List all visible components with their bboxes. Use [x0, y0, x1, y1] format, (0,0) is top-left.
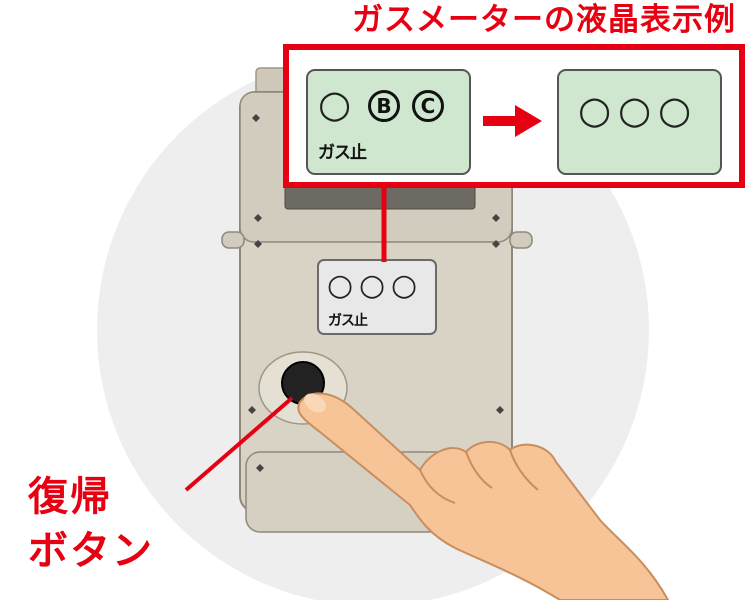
lcd-after-panel: [557, 69, 722, 175]
lcd-segment-circle: ○: [359, 268, 386, 303]
arrow-right-icon: [483, 105, 542, 137]
lcd-segment-circle: ○: [327, 268, 354, 303]
lcd-after-symbols: ○ ○ ○: [578, 88, 718, 134]
lcd-segment-circle: ○: [578, 88, 612, 132]
lcd-segment-circle: ○: [618, 88, 652, 132]
meter-display-symbols: ○ ○ ○: [327, 268, 437, 306]
lcd-segment-b: B: [368, 90, 400, 122]
reset-button-pointer-line: [184, 396, 294, 492]
hand-pointing-icon: [297, 392, 670, 600]
meter-lcd-display: [317, 259, 437, 335]
lcd-segment-circle: ○: [658, 88, 692, 132]
lcd-segment-circle: ○: [318, 82, 352, 126]
reset-button-label: 復帰 ボタン: [28, 470, 228, 578]
lcd-before-gas-stop-text: ガス止: [318, 143, 367, 163]
lcd-segment-c: C: [412, 90, 444, 122]
meter-display-gas-stop-text: ガス止: [328, 313, 368, 329]
diagram-title: ガスメーターの液晶表示例: [352, 2, 736, 38]
reset-label-line2: ボタン: [28, 528, 154, 574]
reset-label-line1: 復帰: [28, 474, 112, 520]
lcd-before-symbols: ○ B C: [318, 82, 468, 128]
lcd-segment-circle: ○: [391, 268, 418, 303]
